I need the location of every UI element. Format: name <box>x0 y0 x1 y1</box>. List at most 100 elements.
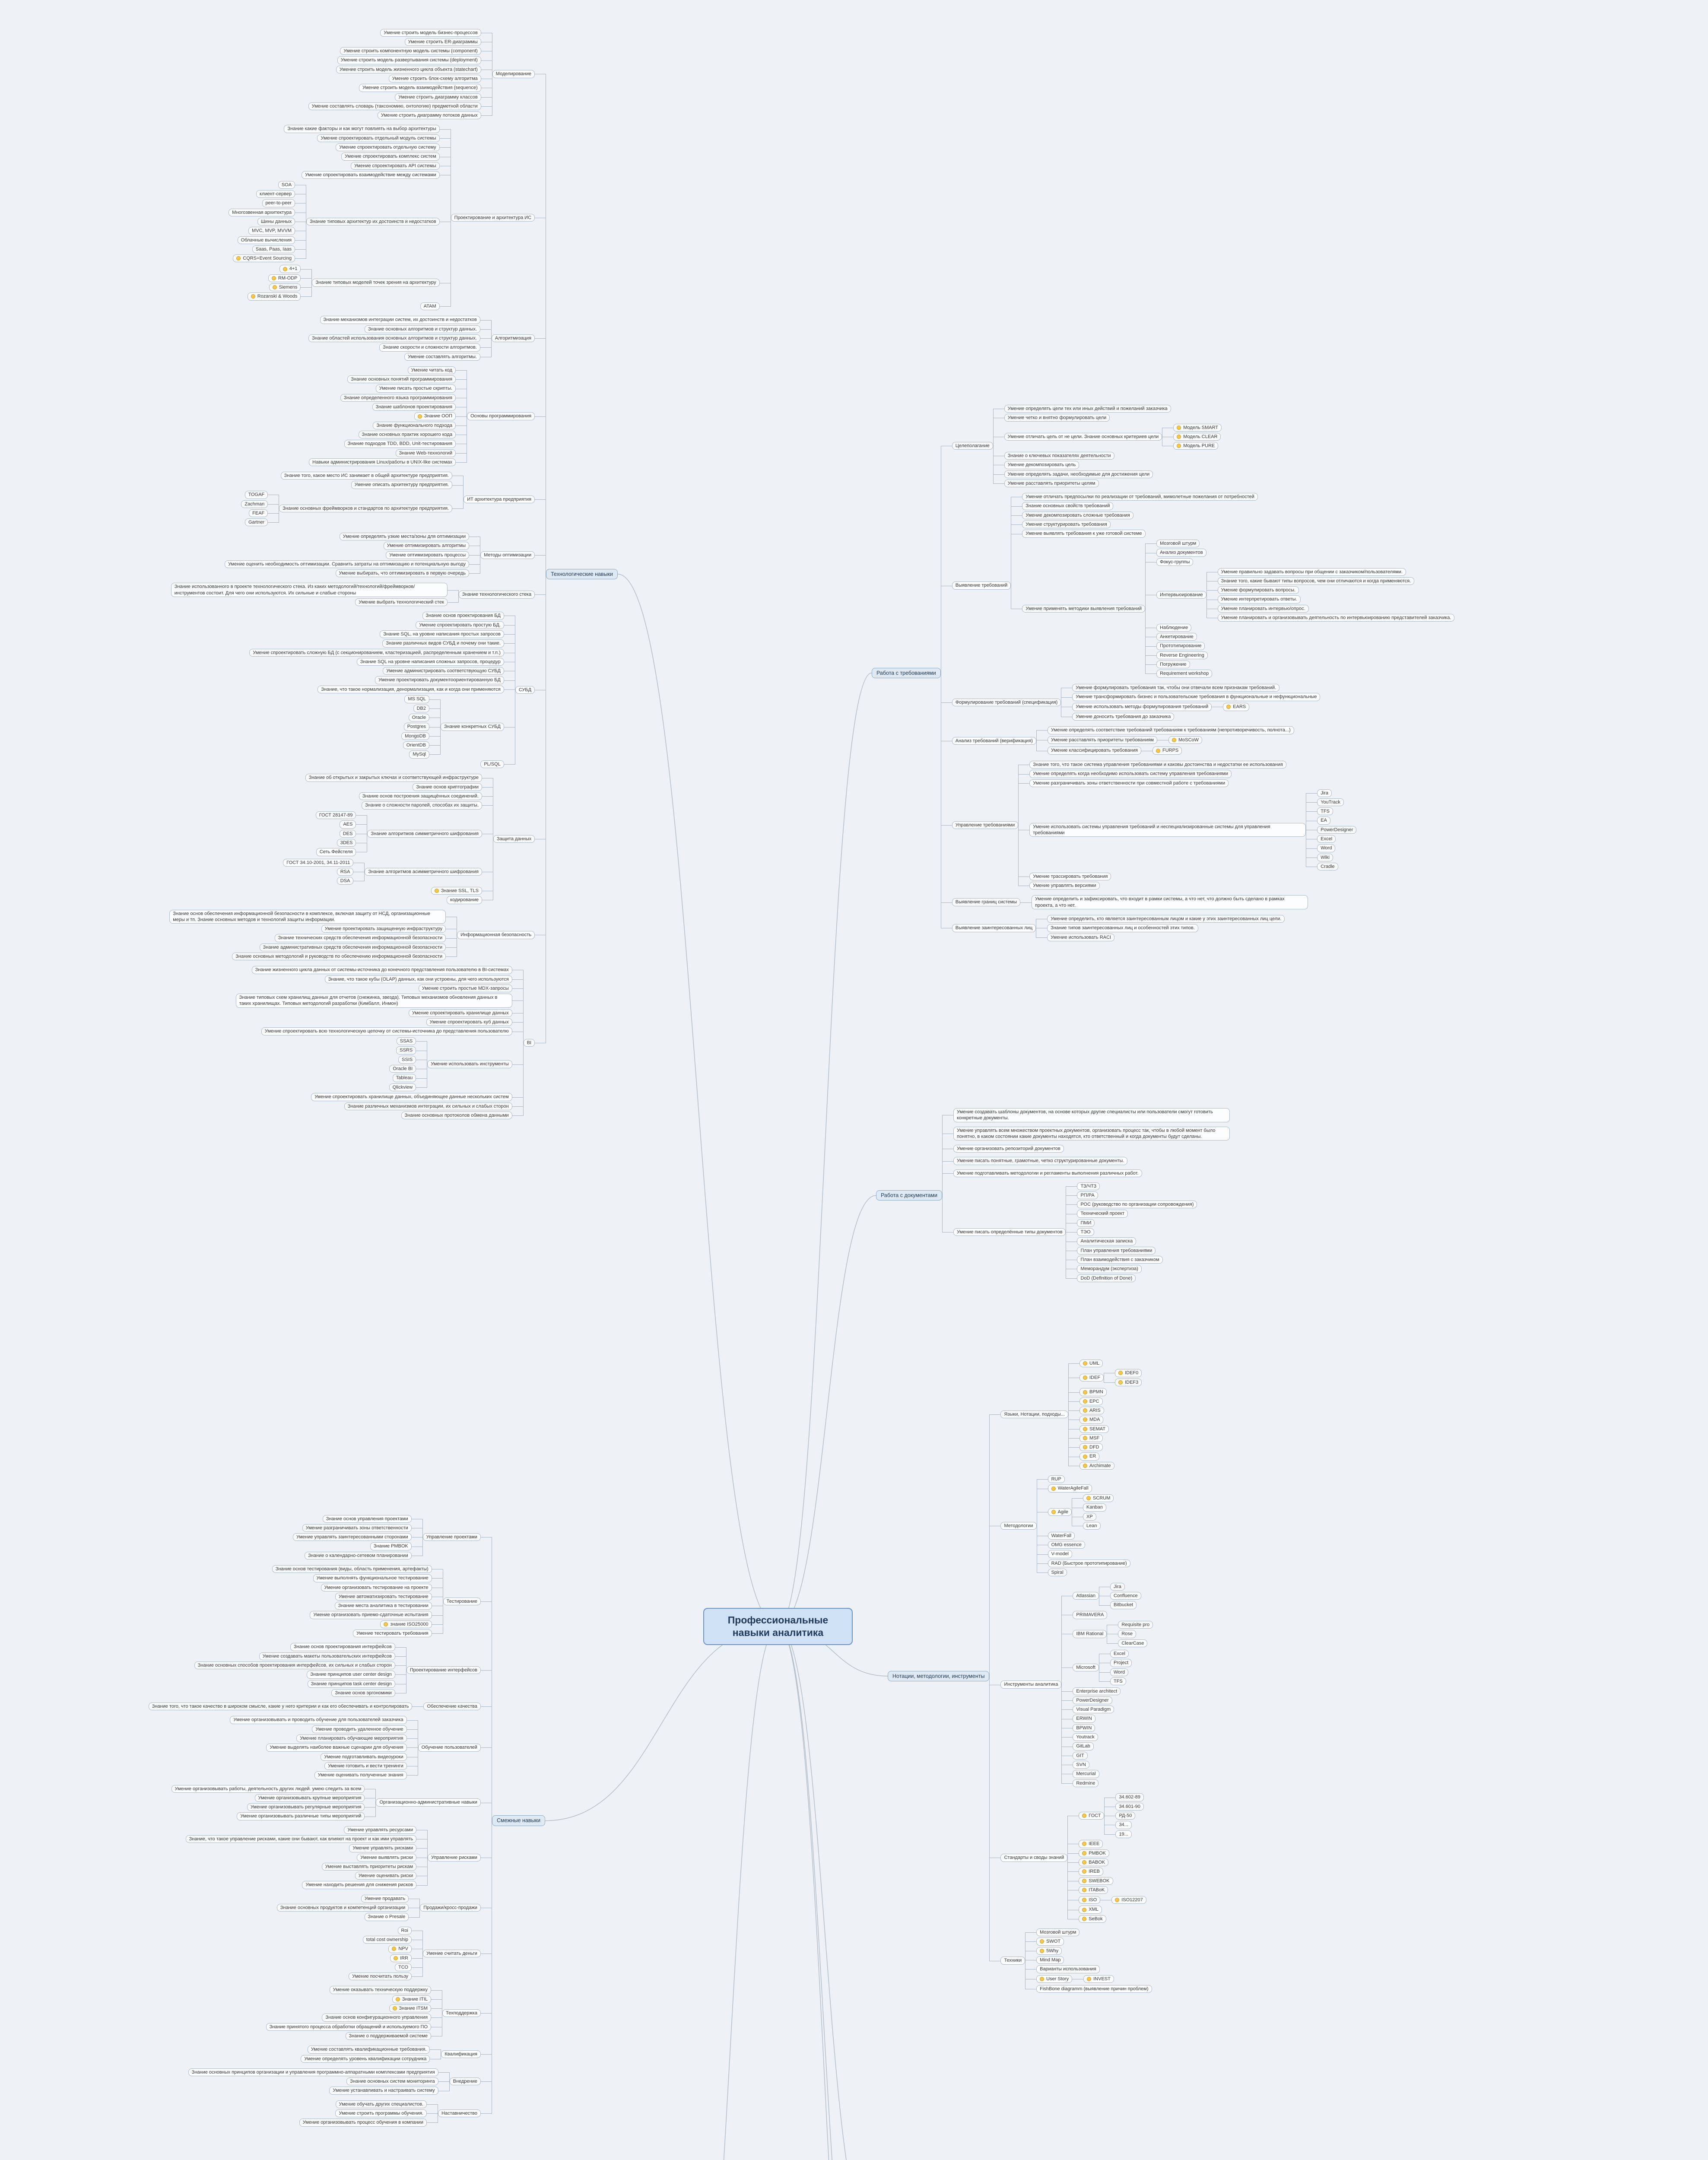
mindmap-node[interactable]: Умение оптимизировать алгоритмы <box>383 542 470 550</box>
mindmap-node[interactable]: Выявление границ системы <box>952 898 1020 906</box>
mindmap-node[interactable]: Умение организовать тестирование на прое… <box>321 1583 432 1591</box>
mindmap-node[interactable]: клиент-сервер <box>256 190 295 198</box>
mindmap-node[interactable]: Сеть Фейстеля <box>316 848 356 856</box>
mindmap-node[interactable]: 5Why <box>1036 1947 1062 1955</box>
mindmap-node[interactable]: XML <box>1079 1906 1102 1914</box>
mindmap-node[interactable]: RM-ODP <box>268 274 301 283</box>
mindmap-node[interactable]: Модель PURE <box>1173 442 1219 450</box>
mindmap-node[interactable]: Умение определить и зафиксировать, что в… <box>1031 895 1308 909</box>
mindmap-node[interactable]: EA <box>1317 816 1330 825</box>
mindmap-node[interactable]: Техподдержка <box>442 2009 481 2017</box>
mindmap-node[interactable]: PowerDesigner <box>1073 1696 1112 1705</box>
mindmap-node[interactable]: Знание основных продуктов и компетенций … <box>276 1904 409 1912</box>
mindmap-node[interactable]: MongoDB <box>401 732 429 740</box>
mindmap-node[interactable]: CQRS+Event Sourcing <box>233 254 295 263</box>
mindmap-node[interactable]: Умение определять задачи, необходимые дл… <box>1004 470 1153 478</box>
mindmap-node[interactable]: Умение планировать интервью/опрос. <box>1217 604 1309 613</box>
mindmap-node[interactable]: ClearCase <box>1118 1639 1148 1647</box>
mindmap-node[interactable]: Zachman <box>241 500 268 508</box>
mindmap-node[interactable]: Умение спроектировать всю технологическу… <box>261 1027 512 1036</box>
mindmap-node[interactable]: Внедрение <box>449 2077 481 2086</box>
mindmap-node[interactable]: Знание областей использования основных а… <box>308 334 480 343</box>
mindmap-node[interactable]: 34.601-90 <box>1115 1802 1144 1811</box>
mindmap-node[interactable]: Умение описать архитектуру предприятия. <box>351 481 453 489</box>
mindmap-node[interactable]: MVC, MVP, MVVM <box>248 227 295 235</box>
mindmap-node[interactable]: Умение спроектировать хранилище данных <box>408 1009 512 1017</box>
mindmap-node[interactable]: Знание основных алгоритмов и структур да… <box>365 325 480 333</box>
mindmap-node[interactable]: ITABoK <box>1079 1886 1108 1894</box>
mindmap-node[interactable]: Модель CLEAR <box>1173 432 1221 441</box>
mindmap-node[interactable]: ER <box>1079 1452 1100 1461</box>
mindmap-node[interactable]: Многозвенная архитектура <box>229 208 295 216</box>
mindmap-node[interactable]: Проектирование и архитектура ИС <box>451 213 535 222</box>
mindmap-node[interactable]: Умение интерпретировать ответы. <box>1217 595 1301 604</box>
mindmap-node[interactable]: Jira <box>1317 789 1332 797</box>
mindmap-node[interactable]: Умение отличать цель от не цели. Знание … <box>1004 432 1162 441</box>
mindmap-node[interactable]: Умение расставлять приоритеты требования… <box>1047 736 1157 744</box>
mindmap-node[interactable]: ИТ архитектура предприятия <box>464 495 535 504</box>
mindmap-node[interactable]: Информационная безопасность <box>457 931 535 939</box>
mindmap-node[interactable]: ГОСТ <box>1079 1811 1105 1820</box>
mindmap-node[interactable]: Mercurial <box>1073 1770 1099 1778</box>
mindmap-node[interactable]: Gartner <box>244 518 268 527</box>
mindmap-node[interactable]: AES <box>340 820 356 829</box>
mindmap-node[interactable]: Проектирование интерфейсов <box>406 1666 481 1674</box>
mindmap-node[interactable]: Умение декомпозировать цель <box>1004 461 1079 469</box>
mindmap-node[interactable]: Знание алгоритмов симметричного шифрован… <box>367 829 482 838</box>
mindmap-node[interactable]: Умение создавать макеты пользовательских… <box>259 1652 395 1660</box>
mindmap-node[interactable]: Аналитическая записка <box>1077 1237 1137 1245</box>
mindmap-node[interactable]: Знание ООП <box>414 412 456 420</box>
mindmap-node[interactable]: Умение составлять словарь (таксономию, о… <box>308 102 481 111</box>
mindmap-node[interactable]: FURPS <box>1152 746 1182 755</box>
branch-label[interactable]: Смежные навыки <box>492 1815 545 1826</box>
mindmap-node[interactable]: Умение формулировать требования так, что… <box>1072 684 1280 692</box>
mindmap-node[interactable]: Умение проводить удаленное обучение <box>312 1725 407 1734</box>
mindmap-node[interactable]: Умение обучать других специалистов. <box>335 2100 427 2109</box>
mindmap-node[interactable]: Тестирование <box>443 1597 481 1605</box>
mindmap-node[interactable]: Знание PMBOK <box>370 1542 412 1550</box>
mindmap-node[interactable]: MS SQL <box>404 695 429 703</box>
mindmap-node[interactable]: Шины данных <box>257 217 295 226</box>
mindmap-node[interactable]: BPMN <box>1079 1388 1107 1396</box>
mindmap-node[interactable]: Облачные вычисления <box>237 236 295 244</box>
mindmap-node[interactable]: Знание скорости и сложности алгоритмов. <box>379 343 480 352</box>
mindmap-node[interactable]: IDEF <box>1079 1373 1104 1382</box>
mindmap-node[interactable]: Excel <box>1317 835 1336 843</box>
mindmap-node[interactable]: IBM Rational <box>1073 1630 1107 1638</box>
mindmap-node[interactable]: Умение спроектировать хранилище данных, … <box>311 1093 512 1101</box>
mindmap-node[interactable]: Управление требованиями <box>952 821 1019 829</box>
mindmap-node[interactable]: Умение подготавливать видеоуроки <box>321 1753 407 1761</box>
mindmap-node[interactable]: Знание, что такое управление рисками, ка… <box>185 1835 417 1843</box>
mindmap-node[interactable]: SVN <box>1073 1760 1089 1769</box>
mindmap-node[interactable]: Умение проектировать документоориентиров… <box>375 676 504 684</box>
mindmap-node[interactable]: Умение трассировать требования <box>1029 872 1111 881</box>
branch-label[interactable]: Работа с документами <box>876 1190 942 1201</box>
mindmap-node[interactable]: Умение спроектировать отдельную систему <box>336 143 440 152</box>
mindmap-node[interactable]: Знание основ тестирования (виды, область… <box>272 1565 432 1573</box>
mindmap-node[interactable]: Умение составлять квалификационные требо… <box>307 2046 430 2054</box>
mindmap-node[interactable]: Умение расставлять приоритеты целям <box>1004 479 1099 488</box>
mindmap-node[interactable]: Знание различных механизмов интеграции, … <box>344 1102 512 1111</box>
mindmap-node[interactable]: Погружение <box>1156 661 1190 669</box>
mindmap-node[interactable]: Знание типов заинтересованных лиц и особ… <box>1047 924 1198 932</box>
mindmap-node[interactable]: INVEST <box>1083 1975 1114 1983</box>
mindmap-node[interactable]: Enterprise architect <box>1073 1687 1121 1695</box>
mindmap-node[interactable]: Умение организовывать различные типы мер… <box>237 1812 365 1820</box>
mindmap-node[interactable]: Умение определять цели тех или иных дейс… <box>1004 404 1171 413</box>
mindmap-node[interactable]: Rozanski & Woods <box>247 292 301 301</box>
mindmap-node[interactable]: Знание основ построения защищённых соеди… <box>359 792 482 800</box>
mindmap-node[interactable]: Продажи/кросс-продажи <box>420 1904 481 1912</box>
mindmap-node[interactable]: Знание о поддерживаемой системе <box>345 2032 432 2040</box>
mindmap-node[interactable]: ISO12207 <box>1111 1896 1146 1904</box>
mindmap-node[interactable]: ATAM <box>420 302 440 311</box>
mindmap-node[interactable]: Умение организовывать и проводить обучен… <box>230 1716 407 1724</box>
mindmap-node[interactable]: Знание различных видов СУБД и почему они… <box>382 639 504 648</box>
mindmap-node[interactable]: Умение разграничивать зоны ответственнос… <box>302 1524 412 1532</box>
mindmap-node[interactable]: Анкетирование <box>1156 633 1197 641</box>
mindmap-node[interactable]: Word <box>1317 844 1336 852</box>
mindmap-node[interactable]: OMG essence <box>1048 1541 1085 1549</box>
mindmap-node[interactable]: Умение строить компонентную модель систе… <box>340 47 481 55</box>
mindmap-node[interactable]: Знание ITSM <box>389 2004 432 2013</box>
mindmap-node[interactable]: Знание об открытых и закрытых ключах и с… <box>305 774 482 782</box>
mindmap-node[interactable]: 3DES <box>337 839 356 847</box>
